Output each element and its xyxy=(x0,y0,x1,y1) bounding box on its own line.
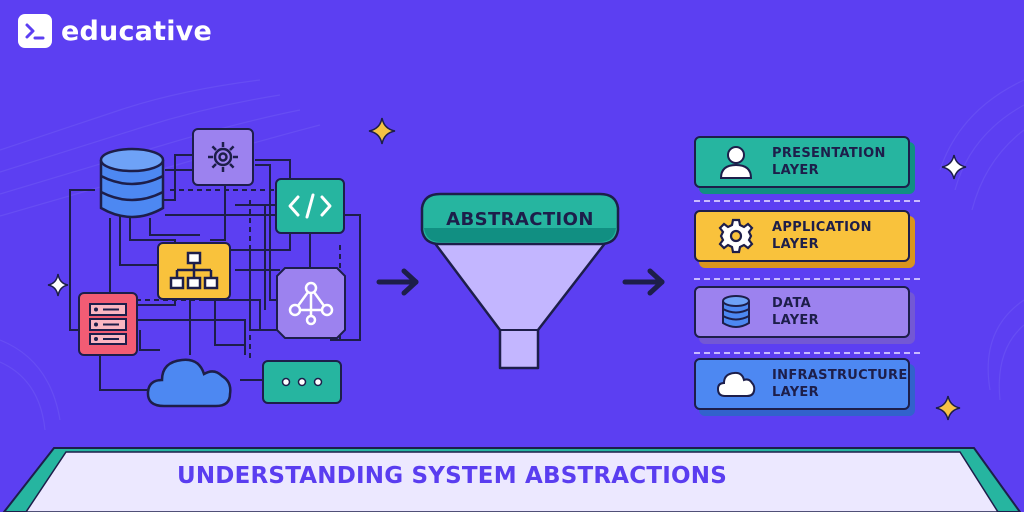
layer-label-title: DATA xyxy=(772,296,811,311)
database-icon xyxy=(716,292,756,332)
network-graph-component xyxy=(276,267,346,339)
layer-label: APPLICATION LAYER xyxy=(772,219,872,253)
cloud-icon xyxy=(146,358,232,408)
abstraction-funnel xyxy=(420,192,620,370)
network-graph-icon xyxy=(288,281,334,326)
database-icon xyxy=(99,147,165,219)
code-icon xyxy=(288,193,332,219)
layer-card-infrastructure: INFRASTRUCTURE LAYER xyxy=(694,358,910,410)
layer-card-presentation: PRESENTATION LAYER xyxy=(694,136,910,188)
layer-label-title: INFRASTRUCTURE xyxy=(772,368,908,383)
brand-logo[interactable]: educative xyxy=(18,13,212,49)
gear-icon xyxy=(208,142,238,172)
layer-label-title: PRESENTATION xyxy=(772,146,886,161)
layer-label-title: APPLICATION xyxy=(772,220,872,235)
sparkle-icon xyxy=(47,273,69,297)
arrow-right-icon xyxy=(622,268,665,296)
hierarchy-icon xyxy=(169,251,219,290)
terminal-prompt-icon xyxy=(18,14,52,48)
hierarchy-component xyxy=(157,242,231,300)
user-icon xyxy=(716,142,756,182)
banner-title: UNDERSTANDING SYSTEM ABSTRACTIONS xyxy=(125,456,779,496)
sparkle-icon xyxy=(935,395,961,421)
layer-label-suffix: LAYER xyxy=(772,313,819,328)
abstraction-label: ABSTRACTION xyxy=(446,208,594,230)
layer-divider xyxy=(694,352,920,354)
layer-label-suffix: LAYER xyxy=(772,385,819,400)
layer-label-suffix: LAYER xyxy=(772,237,819,252)
layer-label: DATA LAYER xyxy=(772,295,819,329)
sparkle-icon xyxy=(368,117,396,145)
gear-component xyxy=(192,128,254,186)
layer-label: PRESENTATION LAYER xyxy=(772,145,886,179)
layer-card-application: APPLICATION LAYER xyxy=(694,210,910,262)
layer-label-suffix: LAYER xyxy=(772,163,819,178)
gear-icon xyxy=(716,216,756,256)
layer-label: INFRASTRUCTURE LAYER xyxy=(772,367,908,401)
layer-divider xyxy=(694,278,920,280)
more-dots-icon xyxy=(281,377,323,387)
server-rack-icon xyxy=(89,303,127,345)
more-dots-component xyxy=(262,360,342,404)
server-rack-component xyxy=(78,292,138,356)
layer-card-data: DATA LAYER xyxy=(694,286,910,338)
brand-name: educative xyxy=(61,15,212,47)
code-component xyxy=(275,178,345,234)
sparkle-icon xyxy=(941,154,967,180)
cloud-icon xyxy=(716,364,756,404)
layer-divider xyxy=(694,200,920,202)
arrow-right-icon xyxy=(376,268,419,296)
